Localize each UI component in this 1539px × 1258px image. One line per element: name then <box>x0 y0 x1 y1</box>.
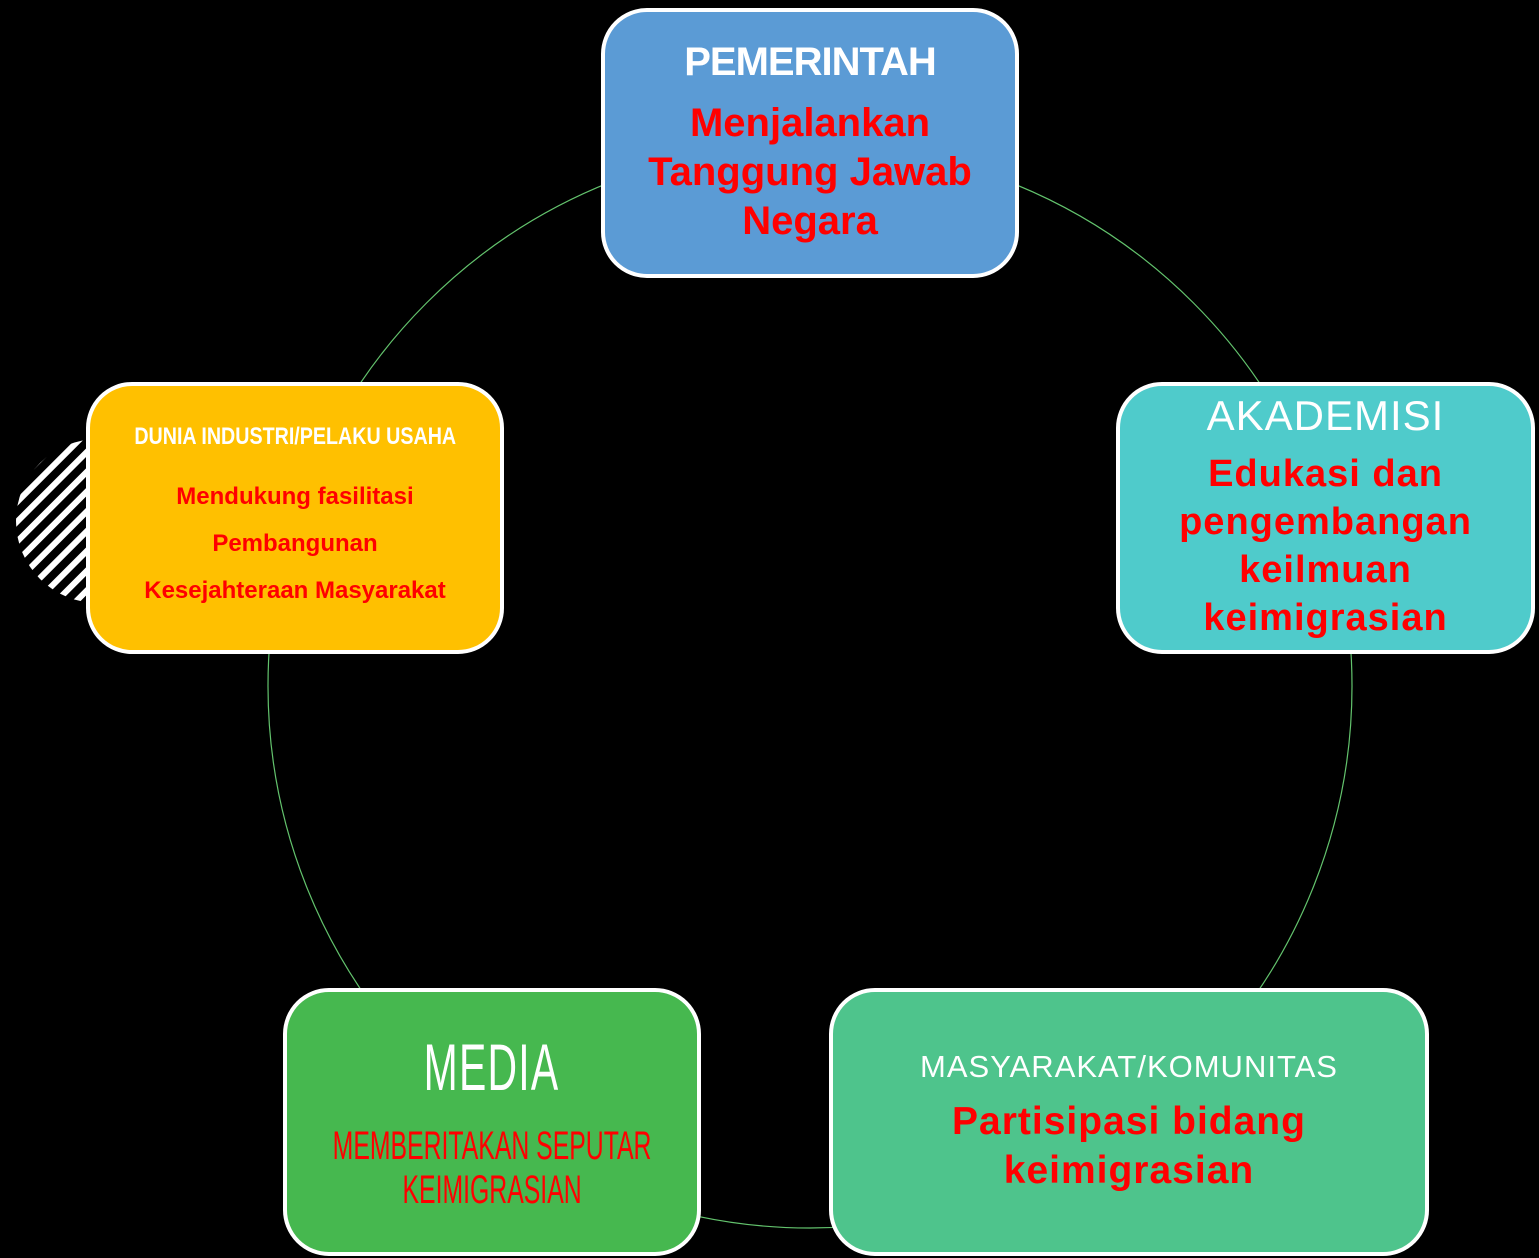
node-akademisi-title: AKADEMISI <box>1206 392 1445 439</box>
description-line: pengembangan <box>1179 501 1472 543</box>
node-masyarakat-description: Partisipasi bidang keimigrasian <box>952 1097 1306 1195</box>
description-line: Kesejahteraan Masyarakat <box>144 576 446 604</box>
description-line: Partisipasi bidang <box>952 1100 1306 1143</box>
description-line: Negara <box>742 199 878 243</box>
description-line: Mendukung fasilitasi <box>176 482 414 510</box>
description-line: KEIMIGRASIAN <box>402 1168 582 1212</box>
node-pemerintah: PEMERINTAH Menjalankan Tanggung Jawab Ne… <box>601 8 1019 278</box>
node-media: MEDIA MEMBERITAKAN SEPUTAR KEIMIGRASIAN <box>283 988 701 1256</box>
node-akademisi-description: Edukasi dan pengembangan keilmuan keimig… <box>1179 450 1472 642</box>
node-dunia-industri: DUNIA INDUSTRI/PELAKU USAHA Mendukung fa… <box>86 382 504 654</box>
description-line: Tanggung Jawab <box>648 150 972 194</box>
description-line: keimigrasian <box>1203 597 1448 639</box>
node-dunia-industri-description: Mendukung fasilitasi Pembangunan Kesejah… <box>144 473 446 614</box>
node-pemerintah-title: PEMERINTAH <box>684 40 936 84</box>
node-masyarakat-title: MASYARAKAT/KOMUNITAS <box>920 1049 1338 1084</box>
description-line: Pembangunan <box>212 529 378 557</box>
node-media-title: MEDIA <box>424 1030 560 1104</box>
description-line: keimigrasian <box>1003 1149 1255 1192</box>
node-masyarakat: MASYARAKAT/KOMUNITAS Partisipasi bidang … <box>829 988 1429 1256</box>
description-line: Menjalankan <box>689 101 931 145</box>
node-akademisi: AKADEMISI Edukasi dan pengembangan keilm… <box>1116 382 1535 654</box>
description-line: keilmuan <box>1239 549 1412 591</box>
description-line: Edukasi dan <box>1208 453 1443 495</box>
node-pemerintah-description: Menjalankan Tanggung Jawab Negara <box>648 99 972 246</box>
node-dunia-industri-title: DUNIA INDUSTRI/PELAKU USAHA <box>134 422 456 450</box>
description-line: MEMBERITAKAN SEPUTAR <box>332 1124 652 1168</box>
node-media-description: MEMBERITAKAN SEPUTAR KEIMIGRASIAN <box>333 1124 652 1212</box>
